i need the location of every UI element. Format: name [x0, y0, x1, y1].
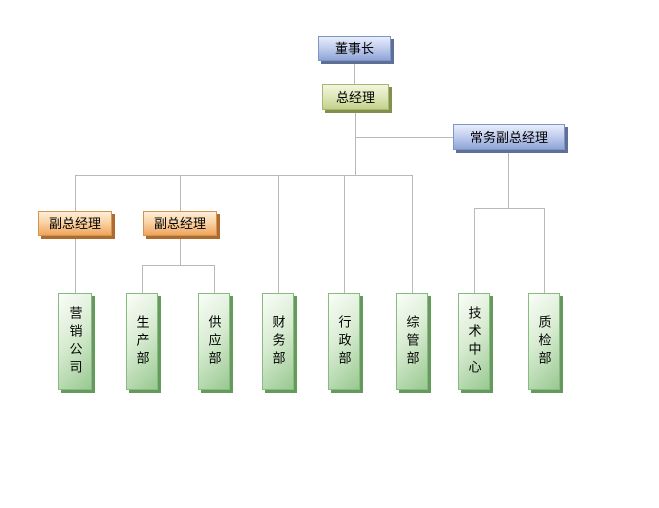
node-label: 综管部 [404, 314, 420, 369]
node-label: 行政部 [336, 314, 352, 369]
node-label: 技术中心 [466, 305, 482, 378]
org-node-chairman: 董事长 [318, 36, 391, 61]
node-label: 常务副总经理 [469, 129, 548, 145]
node-label: 副总经理 [153, 216, 206, 231]
org-node-dept-general-management: 综管部 [396, 293, 428, 390]
node-label: 总经理 [335, 89, 375, 105]
node-label: 生产部 [134, 314, 150, 369]
org-node-dept-marketing-company: 营销公司 [58, 293, 92, 390]
node-label: 财务部 [270, 314, 286, 369]
node-label: 董事长 [334, 41, 374, 56]
org-node-dept-technology-center: 技术中心 [458, 293, 490, 390]
org-node-executive-vice-gm: 常务副总经理 [453, 124, 565, 150]
node-label: 供应部 [206, 314, 222, 369]
node-label: 副总经理 [48, 216, 101, 231]
org-node-dept-quality-inspection: 质检部 [528, 293, 560, 390]
org-node-dept-finance: 财务部 [262, 293, 294, 390]
org-node-vice-gm-2: 副总经理 [143, 211, 217, 236]
org-node-general-manager: 总经理 [322, 84, 389, 110]
org-node-dept-administration: 行政部 [328, 293, 360, 390]
node-label: 质检部 [536, 314, 552, 369]
org-node-dept-supply: 供应部 [198, 293, 230, 390]
org-node-vice-gm-1: 副总经理 [38, 211, 112, 236]
org-node-dept-production: 生产部 [126, 293, 158, 390]
node-label: 营销公司 [67, 305, 83, 378]
